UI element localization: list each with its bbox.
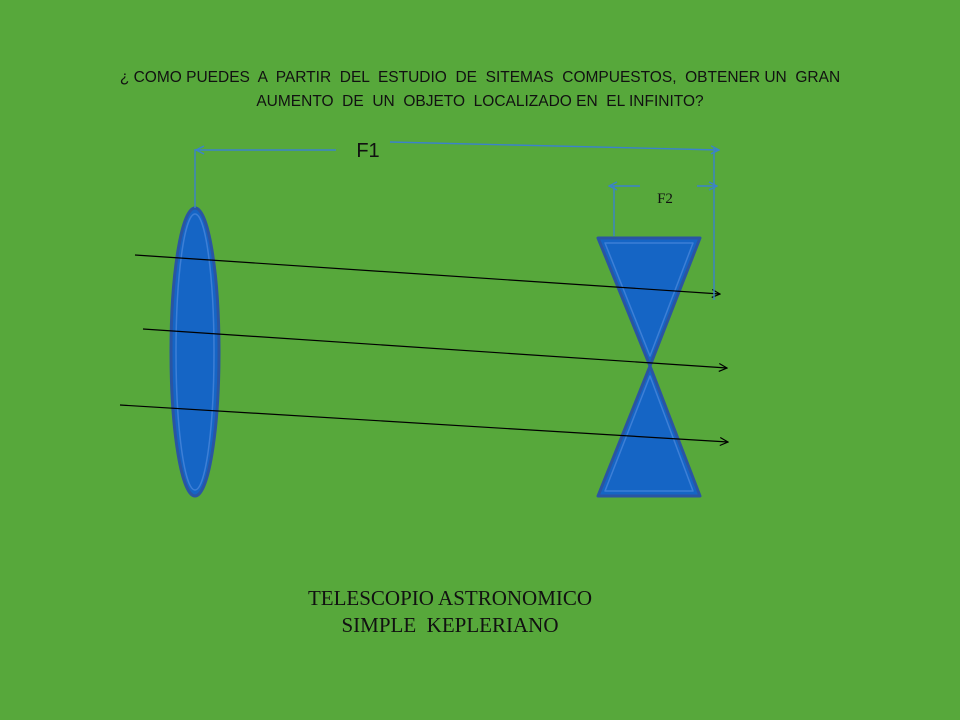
question-text-line-1: ¿ COMO PUEDES A PARTIR DEL ESTUDIO DE SI… <box>119 69 841 86</box>
eyepiece-lens <box>596 236 702 498</box>
light-ray-top <box>134 254 720 294</box>
caption-line-1: TELESCOPIO ASTRONOMICO <box>307 586 593 610</box>
f2-label: F2 <box>657 191 673 207</box>
f1-dimension: F1 <box>194 140 719 300</box>
f1-right-arrow <box>389 141 719 150</box>
caption-line-2: SIMPLE KEPLERIANO <box>341 613 559 637</box>
f1-label: F1 <box>356 140 379 162</box>
objective-lens <box>169 206 221 498</box>
light-ray-bottom <box>119 404 728 442</box>
f2-dimension: F2 <box>609 185 717 236</box>
light-ray-middle <box>142 328 727 368</box>
question-text-line-2: AUMENTO DE UN OBJETO LOCALIZADO EN EL IN… <box>256 93 704 110</box>
